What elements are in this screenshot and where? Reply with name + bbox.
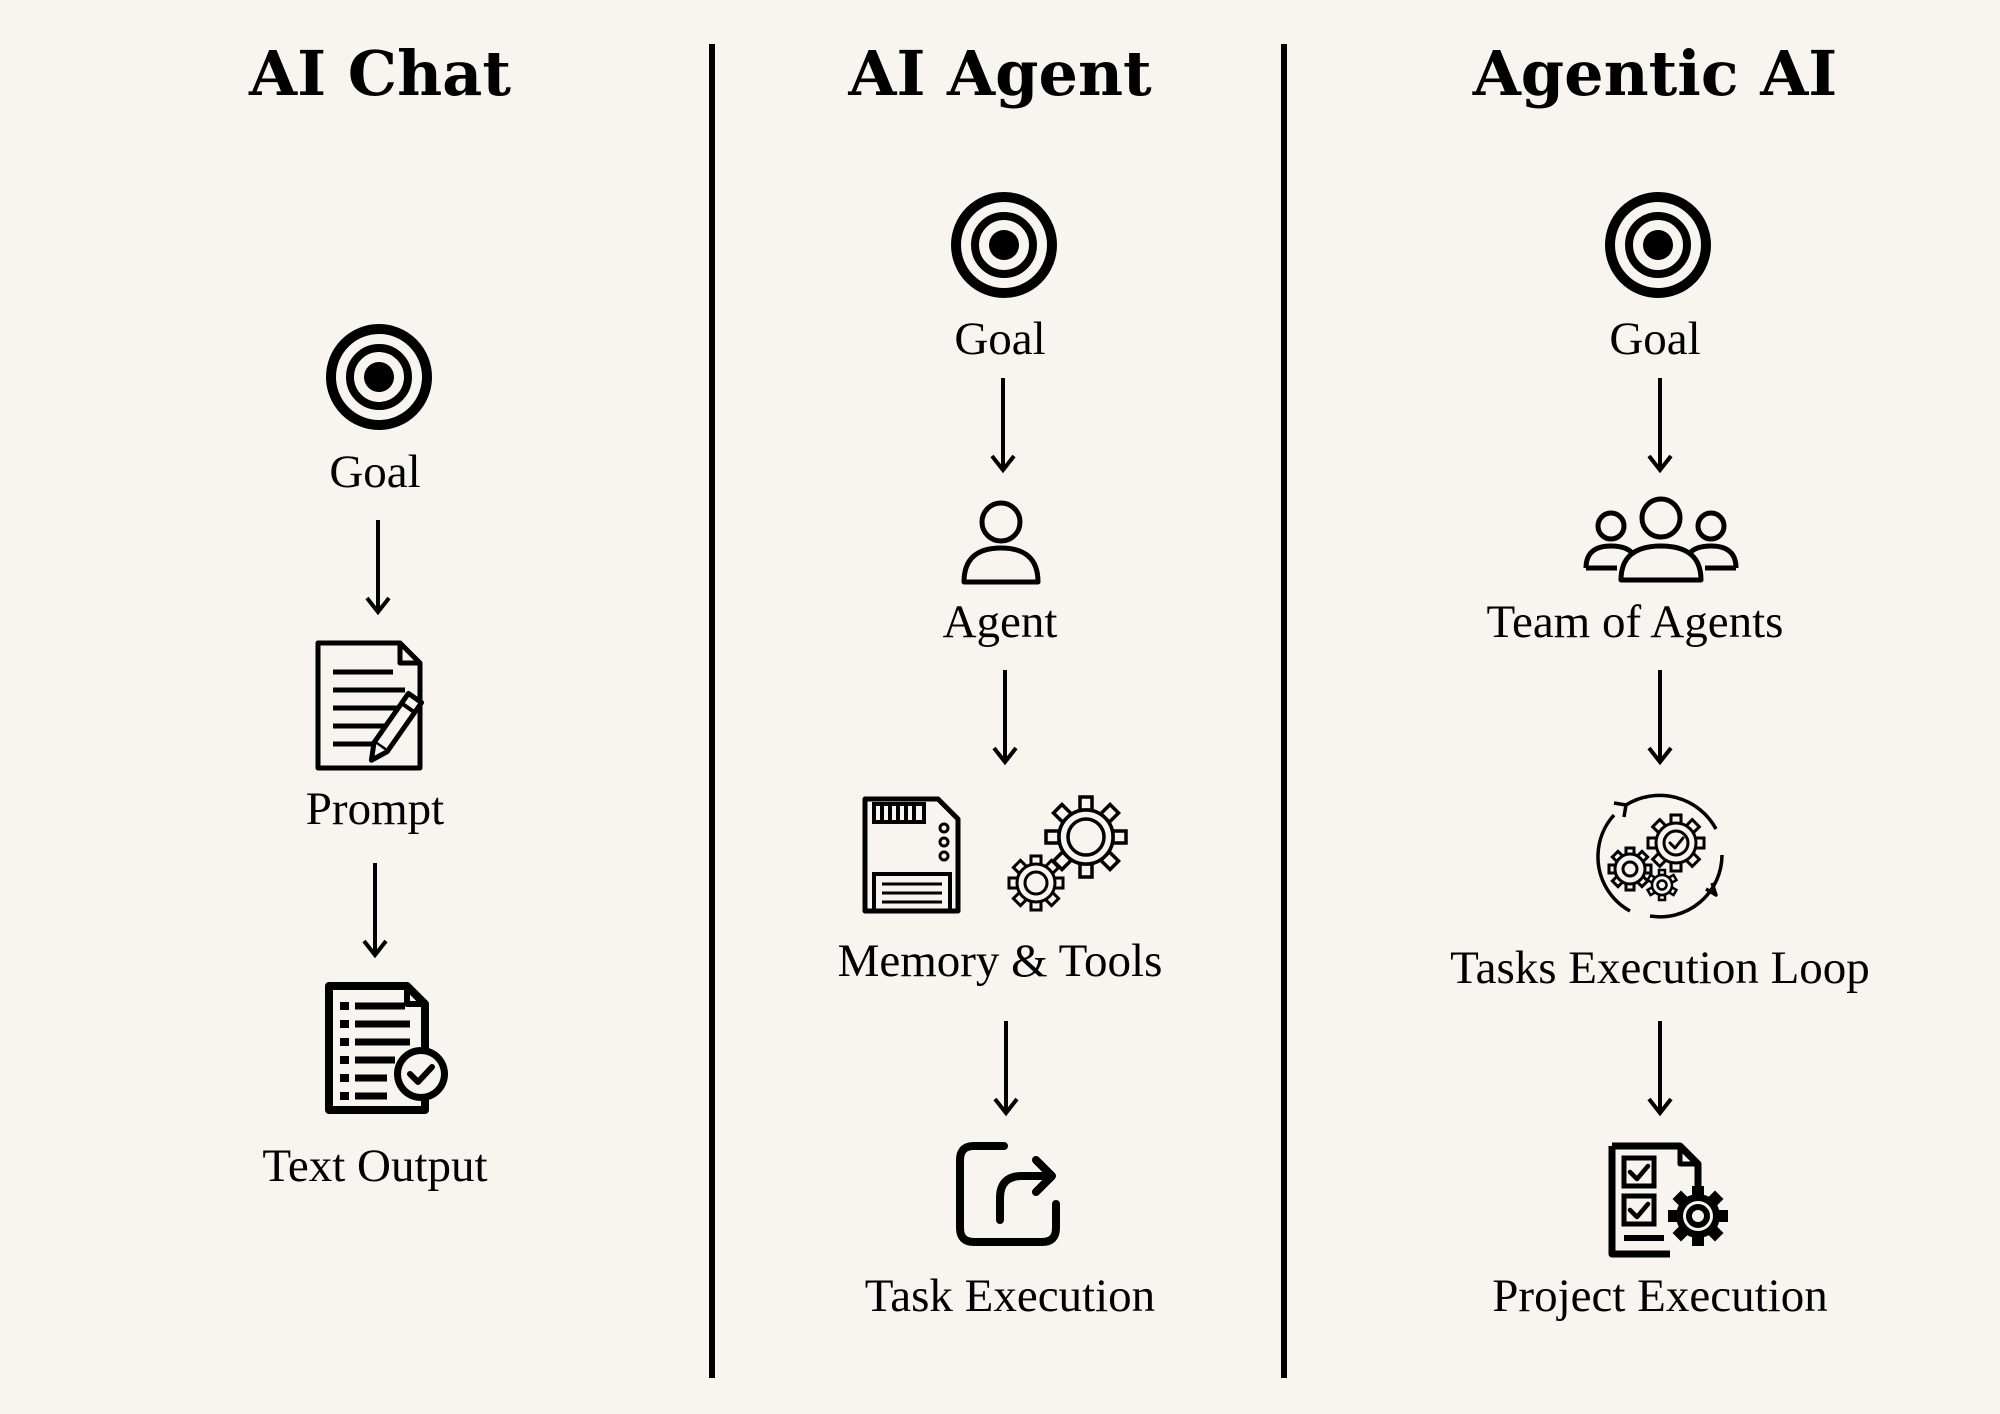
arrow-down-icon: [1647, 670, 1673, 766]
arrow-down-icon: [993, 1021, 1019, 1117]
arrow-down-icon: [992, 670, 1018, 766]
target-icon: [951, 192, 1057, 298]
column-title-ai-chat: AI Chat: [249, 37, 511, 110]
arrow-down-icon: [990, 378, 1016, 474]
column-divider-right: [1281, 44, 1287, 1378]
arrow-down-icon: [365, 520, 391, 616]
column-title-agentic-ai: Agentic AI: [1472, 37, 1838, 110]
arrow-down-icon: [1647, 378, 1673, 474]
step-label-goal: Goal: [329, 446, 421, 498]
step-label-text-output: Text Output: [262, 1140, 488, 1192]
document-pencil-icon: [315, 640, 425, 771]
step-label-tasks-execution-loop: Tasks Execution Loop: [1450, 942, 1870, 994]
arrow-down-icon: [362, 863, 388, 959]
step-label-goal: Goal: [1609, 313, 1701, 365]
gears-cycle-icon: [1596, 793, 1724, 919]
column-divider-left: [709, 44, 715, 1378]
team-icon: [1583, 496, 1739, 583]
step-label-project-execution: Project Execution: [1492, 1270, 1828, 1322]
share-arrow-icon: [956, 1142, 1060, 1246]
column-title-ai-agent: AI Agent: [848, 37, 1152, 110]
target-icon: [1605, 192, 1711, 298]
step-label-agent: Agent: [942, 596, 1058, 648]
step-label-task-execution: Task Execution: [864, 1270, 1156, 1322]
arrow-down-icon: [1647, 1021, 1673, 1117]
document-check-icon: [325, 982, 448, 1114]
person-icon: [961, 500, 1041, 585]
target-icon: [326, 324, 432, 430]
step-label-memory-tools: Memory & Tools: [837, 935, 1163, 987]
step-label-goal: Goal: [954, 313, 1046, 365]
checklist-gear-icon: [1608, 1142, 1728, 1258]
step-label-prompt: Prompt: [305, 783, 445, 835]
step-label-team-of-agents: Team of Agents: [1486, 596, 1784, 648]
memory-card-icon: [862, 796, 961, 914]
gears-icon: [1007, 795, 1128, 912]
